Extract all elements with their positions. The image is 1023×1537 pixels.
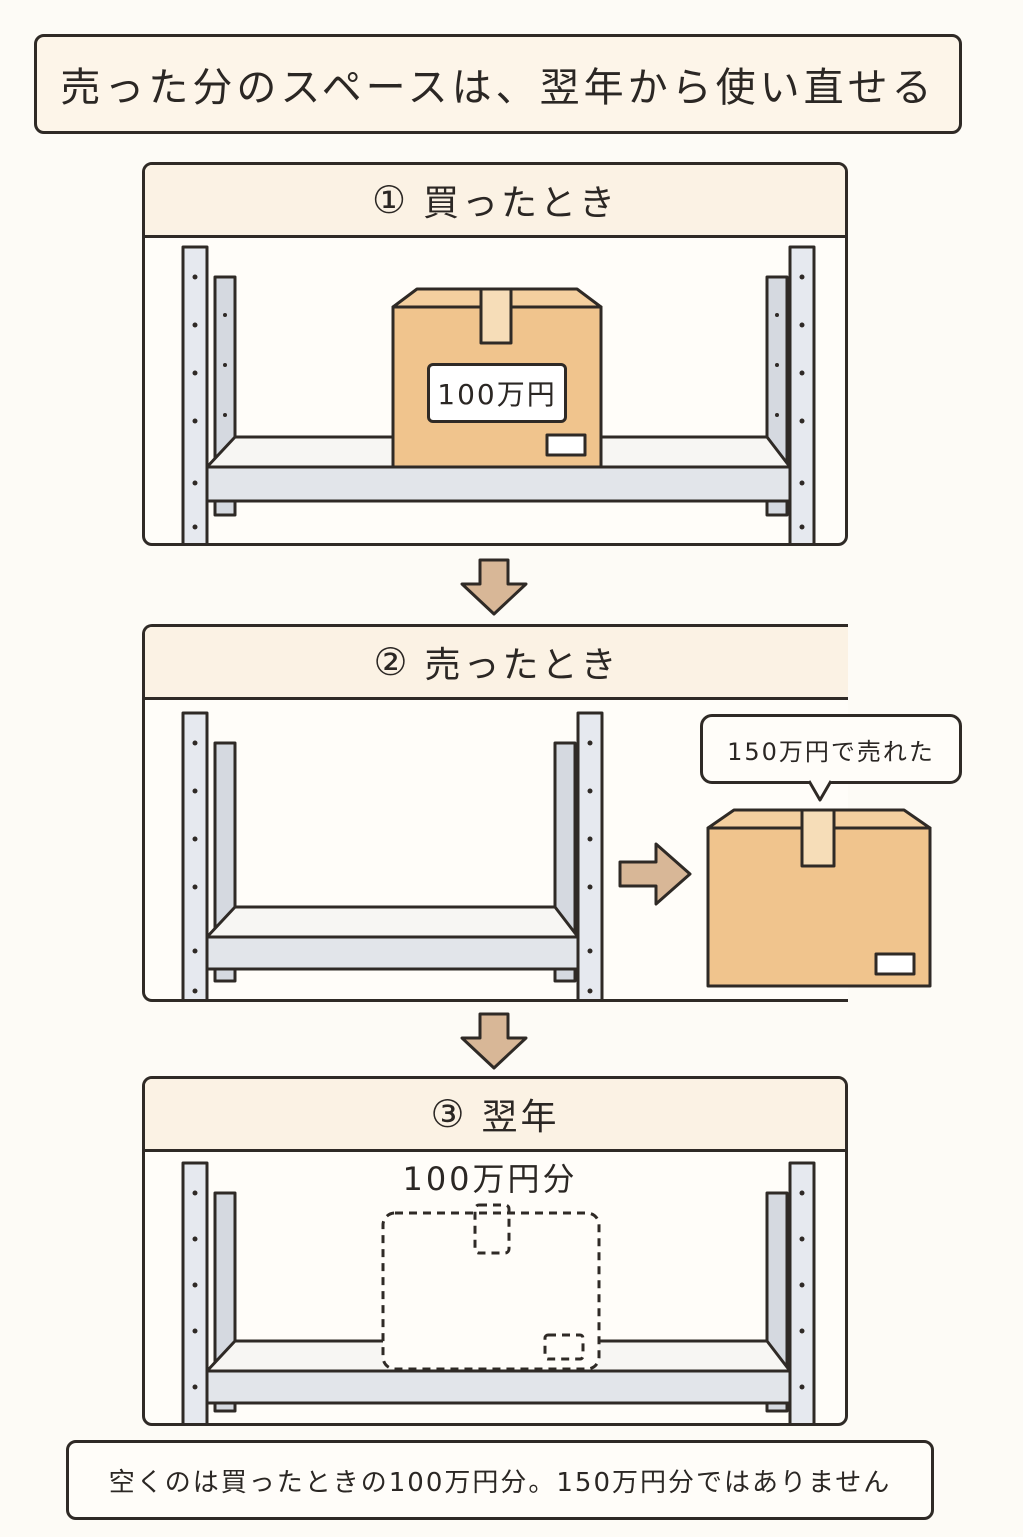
panel-next-year: ③ 翌年 bbox=[142, 1076, 848, 1426]
sold-price-text: 150万円で売れた bbox=[727, 737, 935, 766]
step-label-1: 買ったとき bbox=[423, 183, 619, 224]
right-arrow-icon bbox=[618, 842, 692, 906]
title-box: 売った分のスペースは、翌年から使い直せる bbox=[34, 34, 962, 134]
step-number-2: ② bbox=[373, 640, 411, 684]
panel-purchase: ① 買ったとき 100万円 bbox=[142, 162, 848, 546]
down-arrow-icon bbox=[460, 558, 528, 616]
step-label-2: 売ったとき bbox=[424, 645, 620, 686]
panel-header-1: ① 買ったとき bbox=[145, 165, 845, 238]
shelf-illustration-3 bbox=[181, 1161, 816, 1423]
step-number-3: ③ bbox=[430, 1092, 468, 1136]
box-price-label: 100万円 bbox=[427, 363, 567, 423]
sold-box-icon bbox=[706, 808, 932, 988]
shelf-illustration-2 bbox=[181, 711, 604, 999]
panel-sale-bottom-line bbox=[700, 999, 848, 1002]
page-title: 売った分のスペースは、翌年から使い直せる bbox=[60, 65, 936, 111]
step-number-1: ① bbox=[371, 178, 410, 222]
step-label-3: 翌年 bbox=[481, 1097, 560, 1138]
freed-space-label: 100万円分 bbox=[402, 1160, 578, 1198]
panel-header-2: ② 売ったとき bbox=[145, 627, 848, 700]
note-box: 空くのは買ったときの100万円分。150万円分ではありません bbox=[66, 1440, 934, 1520]
freed-space-outline bbox=[381, 1203, 601, 1371]
panel-header-3: ③ 翌年 bbox=[145, 1079, 845, 1152]
note-text: 空くのは買ったときの100万円分。150万円分ではありません bbox=[108, 1467, 892, 1498]
speech-bubble: 150万円で売れた bbox=[700, 714, 962, 784]
down-arrow-icon-2 bbox=[460, 1012, 528, 1070]
speech-bubble-tail bbox=[808, 780, 832, 802]
